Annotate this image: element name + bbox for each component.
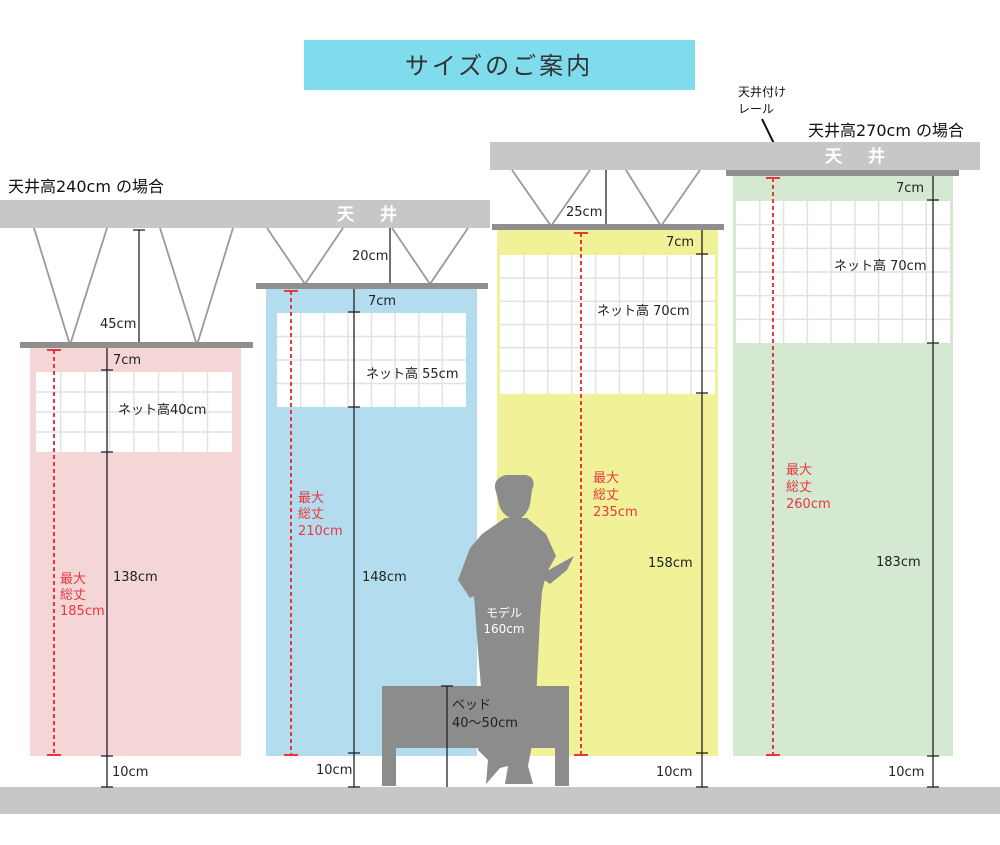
yellow-net-label: ネット高 70cm — [597, 303, 690, 319]
max-lines — [47, 177, 780, 756]
bed — [382, 686, 569, 786]
yellow-max-line3: 235cm — [593, 505, 638, 520]
pink-bottom-label: 10cm — [112, 765, 148, 780]
floor — [0, 787, 1000, 814]
yellow-bottom-label: 10cm — [656, 765, 692, 780]
yellow-ceiling-gap-label: 25cm — [566, 205, 602, 220]
net-grid-blue — [277, 313, 466, 407]
green-max-line2: 総丈 — [786, 480, 812, 495]
blue-max-line3: 210cm — [298, 524, 343, 539]
case-240-label: 天井高240cm の場合 — [8, 177, 164, 196]
bed-dimension-line — [441, 685, 453, 787]
pink-middle-label: 138cm — [113, 570, 158, 585]
net-grid-yellow — [500, 255, 715, 394]
rail-blue — [256, 283, 488, 289]
page-title: サイズのご案内 — [405, 52, 593, 80]
pink-max-line2: 総丈 — [60, 588, 86, 603]
green-top-label: 7cm — [896, 181, 924, 196]
rail-green — [726, 170, 959, 176]
net-grid-pink — [36, 372, 232, 452]
bed-label-line1: ベッド — [452, 698, 491, 713]
blue-middle-label: 148cm — [362, 570, 407, 585]
model-label-line2: 160cm — [483, 622, 524, 636]
pink-top-label: 7cm — [113, 353, 141, 368]
net-grid-green — [736, 201, 950, 343]
green-bottom-label: 10cm — [888, 765, 924, 780]
yellow-middle-label: 158cm — [648, 556, 693, 571]
pink-ceiling-gap-label: 45cm — [100, 317, 136, 332]
pink-max-line1: 最大 — [60, 572, 86, 587]
yellow-max-line1: 最大 — [593, 471, 619, 486]
dimension-lines — [101, 170, 939, 788]
yellow-max-line2: 総丈 — [593, 488, 619, 503]
green-max-line3: 260cm — [786, 497, 831, 512]
rail-yellow — [492, 224, 724, 230]
case-270-label: 天井高270cm の場合 — [808, 121, 964, 140]
blue-ceiling-gap-label: 20cm — [352, 249, 388, 264]
green-max-line1: 最大 — [786, 463, 812, 478]
blue-max-line1: 最大 — [298, 491, 324, 506]
pink-max-line3: 185cm — [60, 604, 105, 619]
ceiling-240-label: 天 井 — [337, 204, 407, 225]
rail-label-line1: 天井付け — [738, 85, 786, 99]
pink-net-label: ネット高40cm — [118, 402, 206, 418]
blue-top-label: 7cm — [368, 294, 396, 309]
ceiling-240 — [0, 200, 490, 228]
green-middle-label: 183cm — [876, 555, 921, 570]
blue-max-line2: 総丈 — [298, 507, 324, 522]
yellow-top-label: 7cm — [666, 235, 694, 250]
model-label-line1: モデル — [486, 605, 522, 620]
rail-label-line2: レール — [738, 102, 774, 116]
bed-label-line2: 40〜50cm — [452, 716, 518, 731]
blue-bottom-label: 10cm — [316, 763, 352, 778]
ceiling-270-label: 天 井 — [825, 146, 895, 167]
blue-net-label: ネット高 55cm — [366, 366, 459, 382]
green-net-label: ネット高 70cm — [834, 258, 927, 274]
title-banner — [304, 40, 695, 90]
ceiling-270 — [490, 142, 980, 170]
rail-pink — [20, 342, 253, 348]
